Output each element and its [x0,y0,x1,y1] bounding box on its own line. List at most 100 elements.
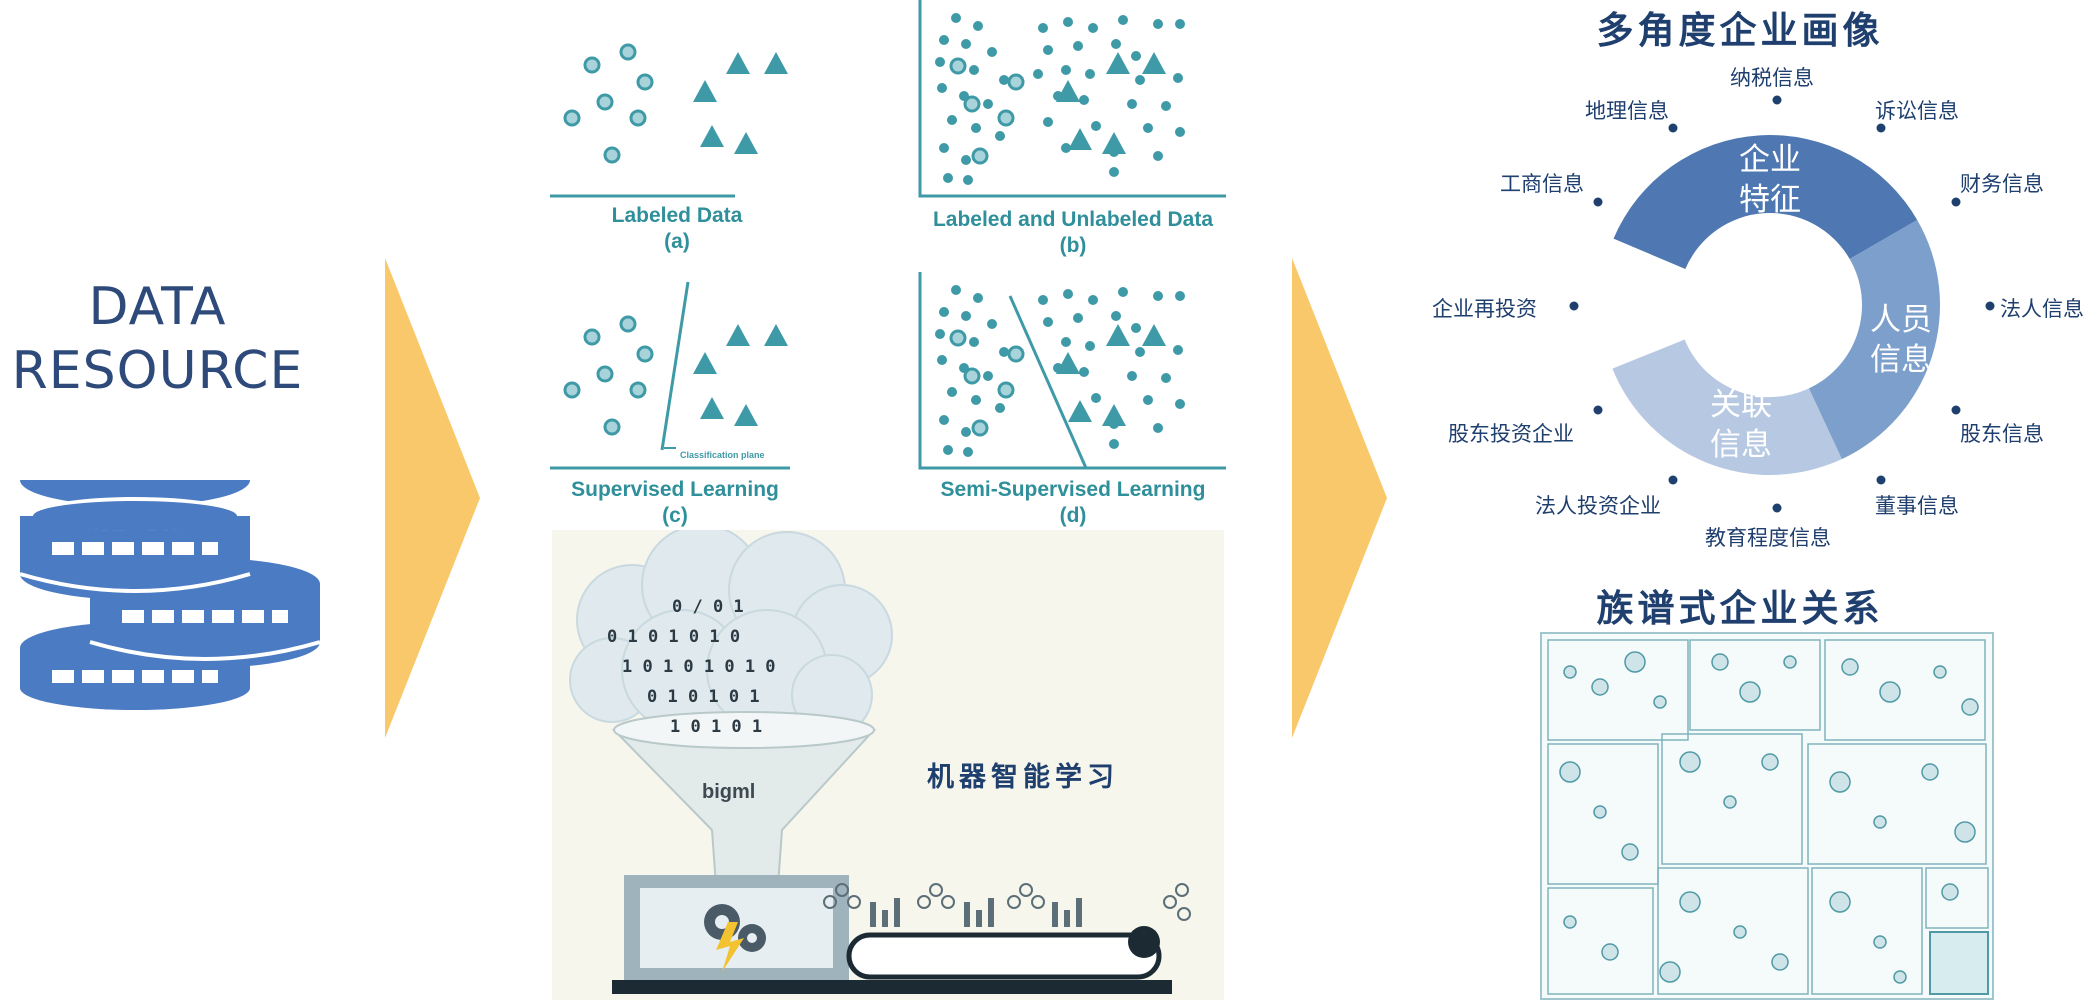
segment-label-features: 企业 特征 [1735,140,1805,220]
tree-group-box [1824,639,1986,741]
attr-business: 工商信息 [1500,172,1584,196]
company-logo-node [1961,698,1979,716]
funnel-graphic: 0 / 0 1 0 1 0 1 0 1 0 1 0 1 0 1 0 1 0 0 … [569,530,1191,994]
attribute-dot [1593,405,1603,415]
semi-supervised-plot [918,272,1226,470]
attribute-dot [1951,405,1961,415]
labeled-data-plot [550,43,788,198]
company-logo-node [1563,915,1577,929]
company-logo-node [1711,653,1729,671]
company-logo-node [1771,953,1789,971]
tree-group-box [1547,639,1689,741]
tree-group-box [1547,887,1654,995]
attr-tax: 纳税信息 [1730,66,1814,90]
attribute-dot [1985,301,1995,311]
segment-label-association: 关联 信息 [1706,385,1776,465]
company-logo-node [1723,795,1737,809]
binary-row-1: 0 / 0 1 [672,597,744,617]
attribute-dot [1593,197,1603,207]
attr-geography: 地理信息 [1585,99,1669,123]
attr-education: 教育程度信息 [1705,526,1831,550]
company-logo-node [1783,655,1797,669]
company-logo-node [1601,943,1619,961]
database-stack-icon [19,480,320,710]
segment-features [1613,135,1918,270]
caption-tag: (c) [662,504,688,527]
tree-group-box [1661,733,1803,865]
attr-director: 董事信息 [1875,494,1959,518]
company-logo-node [1941,883,1959,901]
company-logo-node [1659,961,1681,983]
segment-personnel [1808,220,1940,460]
company-logo-node [1873,815,1887,829]
attr-finance: 财务信息 [1960,172,2044,196]
attr-legal-investment: 法人投资企业 [1535,494,1661,518]
company-logo-node [1829,891,1851,913]
company-logo-node [1733,925,1747,939]
attribute-dot [1876,123,1886,133]
machine-learning-label: 机器智能学习 [927,762,1119,793]
company-logo-node [1761,753,1779,771]
funnel-illustration: 0 / 0 1 0 1 0 1 0 1 0 1 0 1 0 1 0 1 0 0 … [552,530,1224,1000]
attribute-dot [1772,95,1782,105]
attr-shareholder-investment: 股东投资企业 [1448,422,1574,446]
caption-text: Supervised Learning [571,478,779,501]
attr-legal-person: 法人信息 [2000,297,2084,321]
tree-title: 族谱式企业关系 [1596,587,1884,630]
supervised-learning-plot: Classification plane [550,281,790,470]
company-logo-node [1679,891,1701,913]
portrait-ring-chart [1569,95,1995,513]
company-logo-node [1893,970,1907,984]
portrait-title: 多角度企业画像 [1596,9,1884,52]
flow-arrow-1-icon [385,258,480,738]
company-logo-node [1653,695,1667,709]
company-logo-node [1954,821,1976,843]
tree-group-box [1811,867,1923,995]
attr-reinvestment: 企业再投资 [1432,297,1537,321]
tree-group-box [1689,639,1821,731]
caption-tag: (a) [664,230,690,253]
binary-row-4: 0 1 0 1 0 1 [647,687,760,707]
attribute-dot [1569,301,1579,311]
company-logo-node [1933,665,1947,679]
classification-plane-label: Classification plane [680,450,765,460]
supervised-learning-caption: Supervised Learning (c) [550,477,800,529]
segment-line-2: 信息 [1710,427,1772,463]
company-logo-node [1559,761,1581,783]
segment-line-1: 关联 [1710,387,1772,423]
company-logo-node [1873,935,1887,949]
segment-label-personnel: 人员 信息 [1866,300,1936,380]
semi-supervised-caption: Semi-Supervised Learning (d) [918,477,1228,529]
segment-line-2: 特征 [1739,182,1801,218]
company-logo-node [1879,681,1901,703]
attr-litigation: 诉讼信息 [1875,99,1959,123]
company-logo-node [1679,751,1701,773]
attribute-dot [1876,475,1886,485]
company-logo-node [1621,843,1639,861]
attribute-dot [1951,197,1961,207]
flow-arrow-2-icon [1292,258,1387,738]
company-logo-node [1739,681,1761,703]
company-logo-node [1829,771,1851,793]
caption-tag: (b) [1059,234,1087,257]
tree-group-box [1925,867,1989,929]
binary-row-5: 1 0 1 0 1 [670,717,762,737]
binary-row-3: 1 0 1 0 1 0 1 0 [622,657,776,677]
resource-line-1: DATA [88,277,227,337]
attribute-dot [1668,123,1678,133]
tree-group-box [1807,743,1987,865]
company-logo-node [1921,763,1939,781]
resource-line-2: RESOURCE [11,341,304,401]
company-logo-node [1563,665,1577,679]
company-logo-node [1591,678,1609,696]
segment-line-1: 企业 [1739,142,1801,178]
attribute-dot [1772,503,1782,513]
caption-text: Labeled and Unlabeled Data [932,208,1214,231]
labeled-unlabeled-caption: Labeled and Unlabeled Data (b) [918,207,1228,259]
labeled-unlabeled-plot [918,0,1226,198]
segment-association [1612,339,1842,475]
attribute-dot [1668,475,1678,485]
bigml-logo: bigml [702,781,755,803]
enterprise-tree-diagram [1540,632,1994,1000]
binary-row-2: 0 1 0 1 0 1 0 [607,627,740,647]
